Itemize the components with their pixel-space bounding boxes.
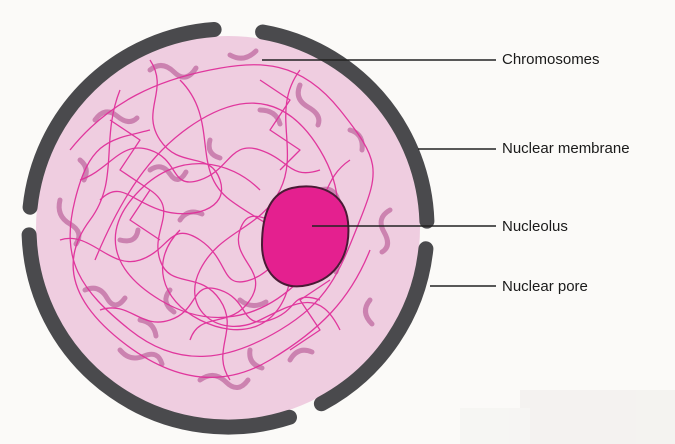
label-nuclear-membrane: Nuclear membrane <box>502 140 630 158</box>
label-nucleolus: Nucleolus <box>502 218 568 236</box>
label-chromosomes: Chromosomes <box>502 51 600 69</box>
nucleoplasm <box>36 36 420 420</box>
background-texture <box>460 390 675 444</box>
label-nuclear-pore: Nuclear pore <box>502 278 588 296</box>
